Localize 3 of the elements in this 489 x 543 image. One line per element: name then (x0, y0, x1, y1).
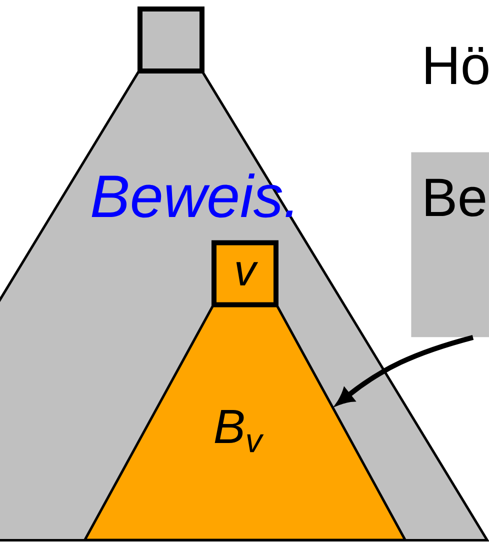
root-box (138, 6, 204, 74)
note-box: Be (411, 152, 489, 338)
subroot-box: v (212, 240, 278, 308)
